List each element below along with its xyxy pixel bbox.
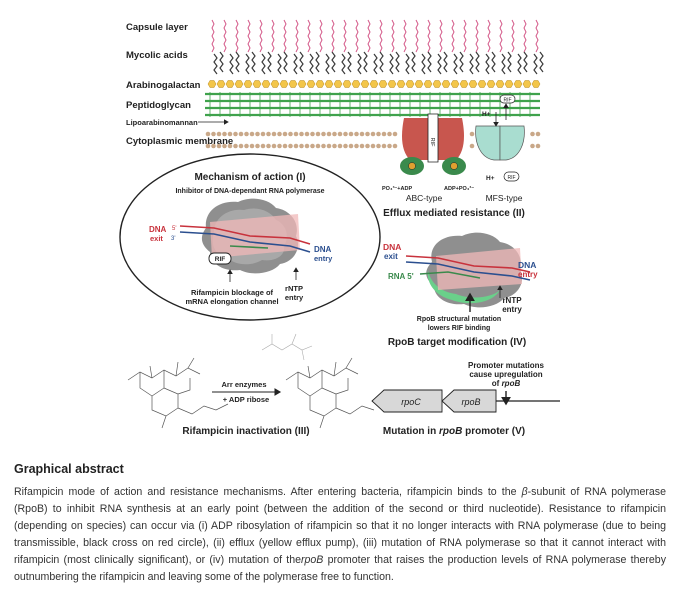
dna-entry-label-i: DNA xyxy=(314,245,332,254)
arabinogalactan-graphic xyxy=(207,80,541,88)
inactivation-title: Rifampicin inactivation (III) xyxy=(182,426,309,437)
rna-strand-i xyxy=(229,245,269,249)
rntp-label-i-2: entry xyxy=(285,293,304,302)
dna-strand-i-top xyxy=(179,225,311,245)
caption-beta: β xyxy=(521,486,528,498)
blockage-label-2: mRNA elongation channel xyxy=(185,297,278,306)
prime3-label-i: 3' xyxy=(171,236,175,242)
abc-type-label: ABC-type xyxy=(406,193,443,203)
dna-exit-label-iv-2: exit xyxy=(384,252,398,261)
efflux-panel: RIF PO₄³⁻+ADP ADP+PO₄³⁻ ABC-type H+ RIF … xyxy=(382,94,525,219)
caption-body: Rifampicin mode of action and resistance… xyxy=(14,484,666,586)
target-modification-title: RpoB target modification (IV) xyxy=(388,337,526,348)
label-peptidoglycan: Peptidoglycan xyxy=(126,100,191,111)
promoter-title-gene: rpoB xyxy=(439,426,462,437)
label-capsule: Capsule layer xyxy=(126,22,188,33)
mechanism-of-action-panel: Mechanism of action (I) Inhibitor of DNA… xyxy=(119,153,381,321)
cell-envelope: Capsule layer Mycolic acids Arabinogalac… xyxy=(126,19,544,149)
h-plus-bottom: H+ xyxy=(486,175,495,182)
blockage-label-1: Rifampicin blockage of xyxy=(191,288,274,297)
adp-po4-label: ADP+PO₄³⁻ xyxy=(444,185,474,192)
dna-exit-label-i: DNA xyxy=(149,225,167,234)
arr-enzymes-label: Arr enzymes xyxy=(221,380,266,389)
abc-pump-graphic: RIF xyxy=(400,113,466,175)
caption-part-3: promoter that raises the production leve… xyxy=(14,554,667,583)
mfs-pump-graphic xyxy=(475,103,525,161)
rpob-mutation-note-1: RpoB structural mutation xyxy=(417,316,501,323)
rif-label-mfs-top: RIF xyxy=(503,98,511,104)
adp-ribose-structure xyxy=(261,333,313,361)
rntp-label-iv-2: entry xyxy=(502,305,522,314)
capsule-layer-graphic xyxy=(211,19,539,53)
mechanism-subtitle: Inhibitor of DNA-dependant RNA polymeras… xyxy=(175,188,324,195)
promoter-title-pre: Mutation in xyxy=(383,426,436,437)
promoter-note-1: Promoter mutations xyxy=(468,361,545,370)
rif-label-mfs-bottom: RIF xyxy=(507,175,515,181)
caption-title: Graphical abstract xyxy=(14,462,124,476)
mycolic-acids-graphic xyxy=(213,51,544,75)
rntp-label-i: rNTP xyxy=(285,284,303,293)
rpob-mutation-note-2: lowers RIF binding xyxy=(428,325,491,332)
cytoplasmic-membrane-graphic xyxy=(205,131,541,149)
promoter-panel: Promoter mutations cause upregulation of… xyxy=(371,361,560,437)
rif-label-abc: RIF xyxy=(429,138,435,148)
inactivation-panel: Arr enzymes + ADP ribose Rifampicin inac… xyxy=(127,333,375,437)
dna-exit-label-i-2: exit xyxy=(150,234,163,243)
adp-ribose-label: + ADP ribose xyxy=(223,395,269,404)
caption-part-2: -subunit of RNA polymerase (RpoB) to inh… xyxy=(14,486,666,566)
dna-strand-iv-bottom xyxy=(405,261,531,281)
label-mycolic: Mycolic acids xyxy=(126,50,188,61)
po4-adp-label: PO₄³⁻+ADP xyxy=(382,185,412,192)
promoter-note-gene: rpoB xyxy=(502,379,521,388)
mechanism-title: Mechanism of action (I) xyxy=(194,172,305,183)
mfs-type-label: MFS-type xyxy=(486,193,523,203)
caption-gene: rpoB xyxy=(301,554,324,566)
rpob-gene-box xyxy=(441,389,497,413)
dna-exit-label-iv: DNA xyxy=(383,242,401,252)
promoter-note-2: cause upregulation xyxy=(469,370,542,379)
rna-label-iv: RNA 5' xyxy=(388,272,414,281)
caption-part-1: Rifampicin mode of action and resistance… xyxy=(14,486,517,498)
h-plus-top: H+ xyxy=(482,111,491,118)
peptidoglycan-graphic xyxy=(205,92,540,117)
dna-entry-label-iv-2: entry xyxy=(518,270,538,279)
graphical-abstract-figure: Capsule layer Mycolic acids Arabinogalac… xyxy=(119,19,560,437)
rifampicin-structure-right xyxy=(285,357,375,429)
promoter-note-3: of rpoB xyxy=(492,379,521,388)
rifampicin-structure-left xyxy=(127,357,229,429)
efflux-title: Efflux mediated resistance (II) xyxy=(383,208,525,219)
label-lipoarabinomannan: Lipoarabinomannan xyxy=(126,118,198,127)
rpoc-gene-box xyxy=(371,389,443,413)
rif-label-i: RIF xyxy=(215,256,226,263)
prime5-label-i: 5' xyxy=(172,226,176,232)
promoter-title-post: promoter (V) xyxy=(465,426,525,437)
dna-strand-iv-top xyxy=(405,255,531,273)
rif-badge-mfs-top xyxy=(499,94,516,104)
rpob-label: rpoB xyxy=(461,397,480,407)
promoter-title: Mutation in rpoB promoter (V) xyxy=(383,426,525,437)
dna-entry-label-iv: DNA xyxy=(518,260,536,270)
rpoc-label: rpoC xyxy=(401,397,421,407)
rif-molecule-i xyxy=(208,252,232,265)
label-cytoplasmic-membrane: Cytoplasmic membrane xyxy=(126,136,233,147)
rna-strand-iv xyxy=(419,271,481,279)
figure-caption: Graphical abstract Rifampicin mode of ac… xyxy=(14,462,666,586)
rntp-label-iv: rNTP xyxy=(502,296,522,305)
promoter-note-of: of xyxy=(492,379,500,388)
label-arabinogalactan: Arabinogalactan xyxy=(126,80,201,91)
dna-entry-label-i-2: entry xyxy=(314,254,333,263)
target-modification-panel: DNA exit RNA 5' DNA entry rNTP entry Rpo… xyxy=(383,232,538,348)
rif-badge-mfs-bottom xyxy=(503,171,520,182)
dna-strand-i-bottom xyxy=(179,231,311,253)
